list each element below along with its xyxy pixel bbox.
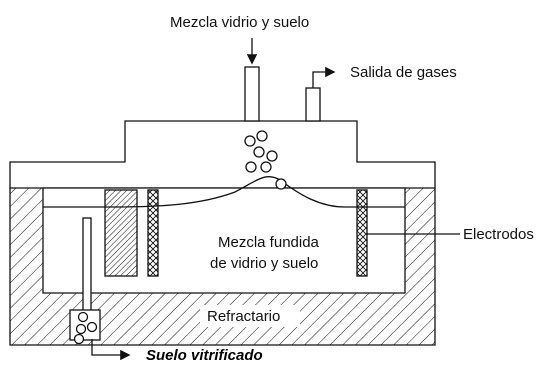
melt-label-line2: de vidrio y suelo: [210, 255, 318, 272]
electrodes-label: Electrodos: [463, 226, 534, 243]
refractory-label-bg: [200, 305, 300, 327]
vitrified-soil-label: Suelo vitrificado: [146, 347, 263, 364]
gas-outlet-pipe: [305, 66, 336, 122]
gas-outlet-label: Salida de gases: [350, 64, 457, 81]
melt-label-bg: [190, 226, 340, 278]
drain-rod: [82, 217, 92, 314]
left-electrode: [147, 189, 159, 277]
vitrified-soil-box: [69, 309, 131, 361]
melt-label-line1: Mezcla fundida: [218, 234, 320, 251]
right-electrode: [356, 189, 368, 277]
feed-label: Mezcla vidrio y suelo: [170, 14, 309, 31]
feed-pipe: [244, 38, 260, 122]
melt-surface: [43, 176, 405, 208]
left-block: [104, 189, 138, 277]
falling-mixture-particles: [244, 130, 287, 190]
furnace-hood: [9, 120, 436, 188]
refractory-label: Refractario: [207, 308, 280, 325]
